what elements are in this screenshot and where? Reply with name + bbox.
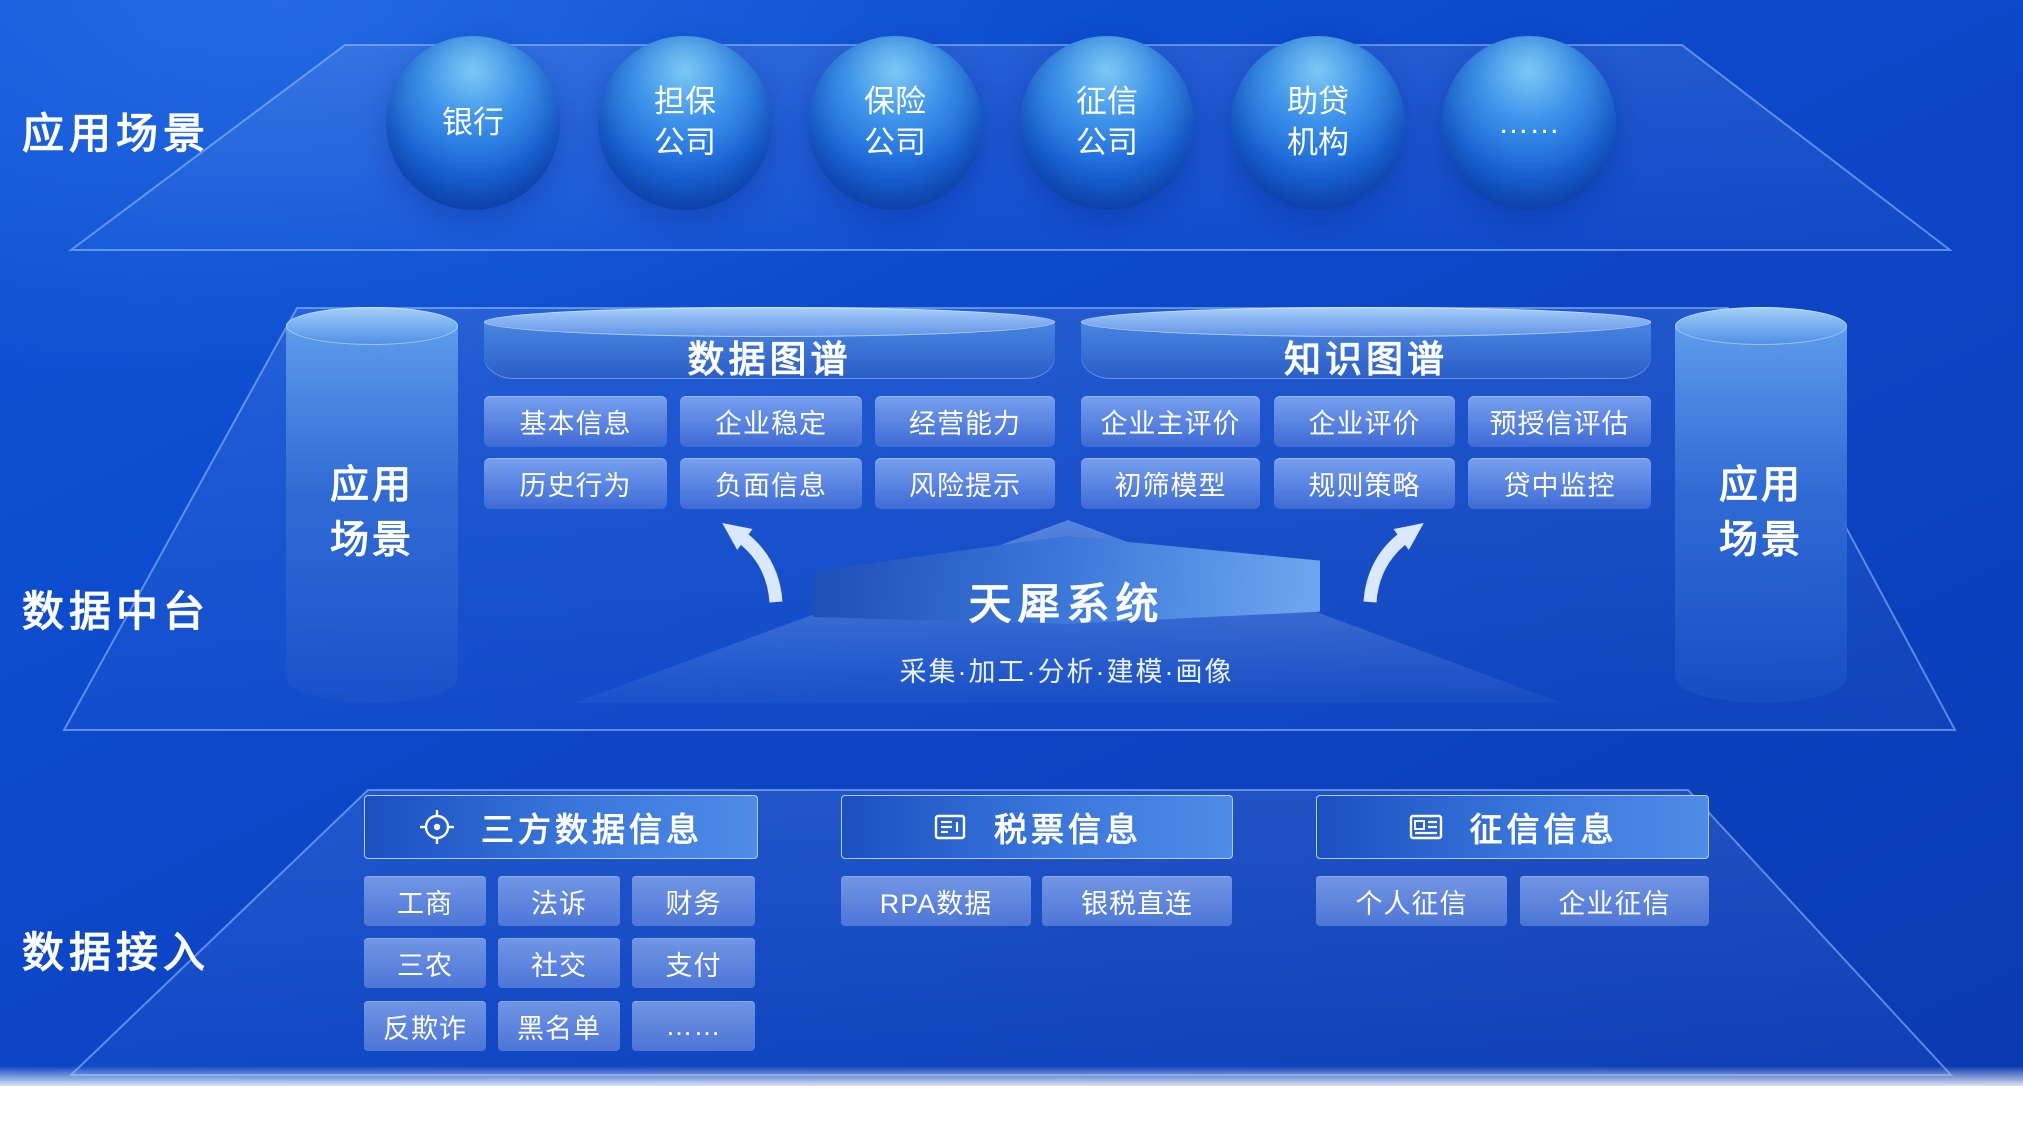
data-graph-title: 数据图谱 (687, 339, 852, 380)
group-header-credit-info: 征信信息 (1316, 795, 1709, 859)
target-icon (420, 810, 454, 844)
access-chip: 反欺诈 (364, 1001, 486, 1051)
knowledge-graph-title: 知识图谱 (1284, 339, 1448, 380)
section-label-application-scenarios: 应用场景 (22, 110, 211, 157)
arrow-up-left-icon (722, 523, 783, 603)
cylinder-label: 应用 场景 (329, 464, 414, 562)
cylinder-label: 应用 场景 (1718, 464, 1803, 562)
group-title: 三方数据信息 (481, 811, 703, 848)
data-graph-chip: 负面信息 (680, 458, 862, 509)
system-subtitle: 采集·加工·分析·建模·画像 (899, 657, 1234, 687)
group-title: 征信信息 (1469, 811, 1618, 848)
data-graph-chip: 基本信息 (484, 396, 667, 447)
section-label-data-access: 数据接入 (22, 929, 211, 976)
knowledge-graph-chip: 规则策略 (1274, 458, 1455, 509)
access-chip: 工商 (364, 876, 486, 926)
knowledge-graph-chip: 预授信评估 (1468, 396, 1651, 447)
section-label-data-platform: 数据中台 (22, 588, 211, 635)
disc-top (1081, 307, 1651, 337)
access-chip: 社交 (498, 938, 620, 988)
scenario-sphere-insurance: 保险 公司 (808, 36, 982, 210)
scenario-sphere-more: …… (1442, 36, 1616, 210)
cylinder-body (286, 326, 458, 703)
access-chip: 财务 (632, 876, 755, 926)
data-graph-chip: 历史行为 (484, 458, 667, 509)
knowledge-graph-chip: 贷中监控 (1468, 458, 1651, 509)
access-chip: 法诉 (498, 876, 620, 926)
knowledge-graph-chip: 企业评价 (1274, 396, 1455, 447)
knowledge-graph-chip: 初筛模型 (1081, 458, 1260, 509)
scenario-sphere-bank: 银行 (386, 36, 560, 210)
scenario-sphere-loan-aid: 助贷 机构 (1231, 36, 1405, 210)
group-header-third-party: 三方数据信息 (364, 795, 758, 859)
access-chip: 黑名单 (498, 1001, 620, 1051)
arrow-up-right-icon (1363, 523, 1424, 603)
group-title: 税票信息 (994, 811, 1142, 848)
system-title: 天犀系统 (968, 581, 1165, 629)
knowledge-graph-chip: 企业主评价 (1081, 396, 1260, 447)
invoice-icon (934, 814, 966, 840)
access-chip: 银税直连 (1042, 876, 1232, 926)
group-header-tax-invoice: 税票信息 (841, 795, 1233, 859)
scenario-sphere-guarantee: 担保 公司 (598, 36, 772, 210)
left-cylinder: 应用 场景 (286, 307, 458, 703)
scenario-sphere-credit: 征信 公司 (1020, 36, 1194, 210)
knowledge-graph-header: 知识图谱 (1081, 307, 1651, 380)
data-graph-chip: 经营能力 (875, 396, 1055, 447)
cylinder-top (1675, 307, 1847, 345)
disc-top (484, 307, 1055, 337)
data-graph-header: 数据图谱 (484, 307, 1055, 380)
cylinder-top (286, 307, 458, 345)
access-chip: 三农 (364, 938, 486, 988)
access-chip: 个人征信 (1316, 876, 1507, 926)
idcard-icon (1409, 814, 1442, 840)
access-chip: …… (632, 1001, 755, 1051)
data-graph-chip: 企业稳定 (680, 396, 862, 447)
access-chip: RPA数据 (841, 876, 1031, 926)
cylinder-body (1675, 326, 1847, 703)
access-chip: 企业征信 (1520, 876, 1709, 926)
data-graph-chip: 风险提示 (875, 458, 1055, 509)
right-cylinder: 应用 场景 (1675, 307, 1847, 703)
access-chip: 支付 (632, 938, 755, 988)
